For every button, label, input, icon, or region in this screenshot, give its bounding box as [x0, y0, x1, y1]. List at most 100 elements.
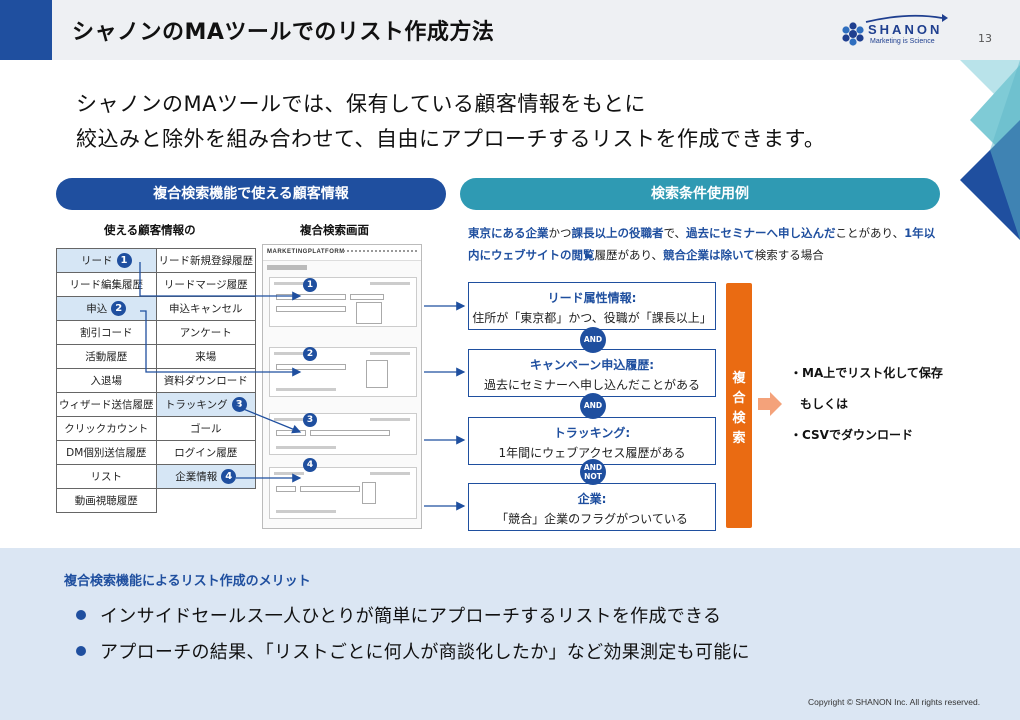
- table-cell: リード編集履歴: [56, 272, 157, 297]
- combo-char: 複: [732, 371, 746, 386]
- example-part: 検索する場合: [754, 248, 824, 262]
- table-row: 割引コード アンケート: [56, 320, 256, 345]
- search-example-text: 東京にある企業かつ課長以上の役職者で、過去にセミナーへ申し込んだことがあり、1年…: [468, 222, 938, 266]
- merit-item: アプローチの結果、「リストごとに何人が商談化したか」など効果測定も可能に: [76, 638, 750, 664]
- table-cell: ゴール: [155, 416, 256, 441]
- table-row: クリックカウント ゴール: [56, 416, 256, 441]
- screen-marker-4: 4: [303, 458, 317, 472]
- example-part: ことがあり、: [835, 226, 905, 240]
- cell-text: リード: [81, 254, 113, 267]
- example-part: 課長以上の役職者: [571, 226, 664, 240]
- panel-line: [276, 388, 336, 391]
- panel-field: [300, 486, 360, 492]
- output-csv: ・CSVでダウンロード: [790, 428, 913, 442]
- table-cell: [156, 489, 256, 513]
- panel-field: [276, 486, 296, 492]
- cell-text: 企業情報: [175, 470, 218, 483]
- table-cell: 申込キャンセル: [155, 296, 256, 321]
- panel-line: [274, 282, 304, 285]
- panel-field: [276, 294, 346, 300]
- table-cell: 来場: [155, 344, 256, 369]
- output-or: もしくは: [800, 397, 849, 411]
- search-panel-4: [269, 467, 417, 519]
- combined-search-bar: 複 合 検 索: [726, 283, 752, 528]
- example-part: 東京にある企業: [468, 226, 549, 240]
- table-row: リード編集履歴 リードマージ履歴: [56, 272, 256, 297]
- operator-and-badge: AND: [580, 393, 606, 419]
- combo-char: 索: [732, 431, 746, 446]
- marker-badge: 4: [221, 469, 237, 485]
- header-accent-bar: [0, 0, 52, 60]
- panel-field: [276, 364, 346, 370]
- subheader-customer-info: 使える顧客情報の: [104, 223, 196, 237]
- condition-lead-attributes: リード属性情報: 住所が「東京都」かつ、役職が「課長以上」: [468, 282, 716, 330]
- logo-text: SHANON: [868, 22, 943, 37]
- panel-listbox: [362, 482, 376, 504]
- table-cell: リードマージ履歴: [155, 272, 256, 297]
- screen-heading: [267, 265, 307, 270]
- example-part: 過去にセミナーへ申し込んだ: [686, 226, 836, 240]
- panel-field: [276, 430, 306, 436]
- screen-menu: [343, 250, 417, 254]
- table-cell: 入退場: [56, 368, 157, 393]
- merits-panel: [0, 548, 1020, 720]
- panel-listbox: [366, 360, 388, 388]
- panel-field: [276, 306, 346, 312]
- table-cell: 動画視聴履歴: [56, 488, 157, 513]
- search-panel-1: [269, 277, 417, 327]
- shanon-logo: SHANON Marketing is Science: [838, 12, 948, 52]
- slide-header: [0, 0, 1020, 60]
- example-part: かつ: [548, 226, 572, 240]
- condition-campaign-history: キャンペーン申込履歴: 過去にセミナーへ申し込んだことがある: [468, 349, 716, 397]
- table-row: 活動履歴 来場: [56, 344, 256, 369]
- merit-text: アプローチの結果、「リストごとに何人が商談化したか」など効果測定も可能に: [100, 642, 750, 663]
- cell-text: 申込: [86, 302, 108, 315]
- panel-line: [274, 352, 304, 355]
- table-cell: リスト: [56, 464, 157, 489]
- panel-line: [370, 352, 410, 355]
- table-cell: クリックカウント: [56, 416, 157, 441]
- operator-and-badge: AND: [580, 327, 606, 353]
- bullet-icon: [76, 610, 86, 620]
- condition-desc: 住所が「東京都」かつ、役職が「課長以上」: [472, 311, 712, 325]
- condition-desc: 過去にセミナーへ申し込んだことがある: [483, 378, 700, 392]
- example-part: 競合企業は除いて: [663, 248, 755, 262]
- table-cell: アンケート: [155, 320, 256, 345]
- panel-field: [310, 430, 390, 436]
- table-cell: ウィザード送信履歴: [56, 392, 157, 417]
- cell-text: トラッキング: [164, 398, 228, 411]
- merits-title: 複合検索機能によるリスト作成のメリット: [64, 574, 311, 589]
- condition-tracking: トラッキング: 1年間にウェブアクセス履歴がある: [468, 417, 716, 465]
- subheader-search-screen: 複合検索画面: [300, 223, 369, 237]
- section-header-search-example: 検索条件使用例: [460, 178, 940, 210]
- marker-badge: 2: [111, 301, 127, 317]
- combo-char: 検: [732, 411, 746, 426]
- condition-title: リード属性情報:: [547, 291, 637, 305]
- screen-marker-3: 3: [303, 413, 317, 427]
- search-panel-2: [269, 347, 417, 397]
- search-screen-thumbnail: MARKETINGPLATFORM 1 2 3 4: [262, 244, 422, 529]
- marker-badge: 3: [231, 397, 247, 413]
- table-cell: ログイン履歴: [155, 440, 256, 465]
- screen-brand: MARKETINGPLATFORM: [267, 249, 345, 255]
- logo-tagline: Marketing is Science: [870, 38, 935, 45]
- condition-desc: 1年間にウェブアクセス履歴がある: [498, 446, 686, 460]
- operator-text: AND: [583, 463, 603, 472]
- table-row: 動画視聴履歴: [56, 488, 256, 513]
- slide-title: シャノンのMAツールでのリスト作成方法: [72, 20, 495, 45]
- intro-line-1: シャノンのMAツールでは、保有している顧客情報をもとに: [76, 92, 646, 116]
- intro-line-2: 絞込みと除外を組み合わせて、自由にアプローチするリストを作成できます。: [76, 127, 826, 151]
- panel-field: [350, 294, 384, 300]
- table-cell: DM個別送信履歴: [56, 440, 157, 465]
- panel-line: [370, 418, 410, 421]
- condition-title: キャンペーン申込履歴:: [529, 358, 655, 372]
- condition-desc: 「競合」企業のフラグがついている: [496, 512, 688, 526]
- section-header-customer-info: 複合検索機能で使える顧客情報: [56, 178, 446, 210]
- logo-flower-icon: [842, 14, 948, 46]
